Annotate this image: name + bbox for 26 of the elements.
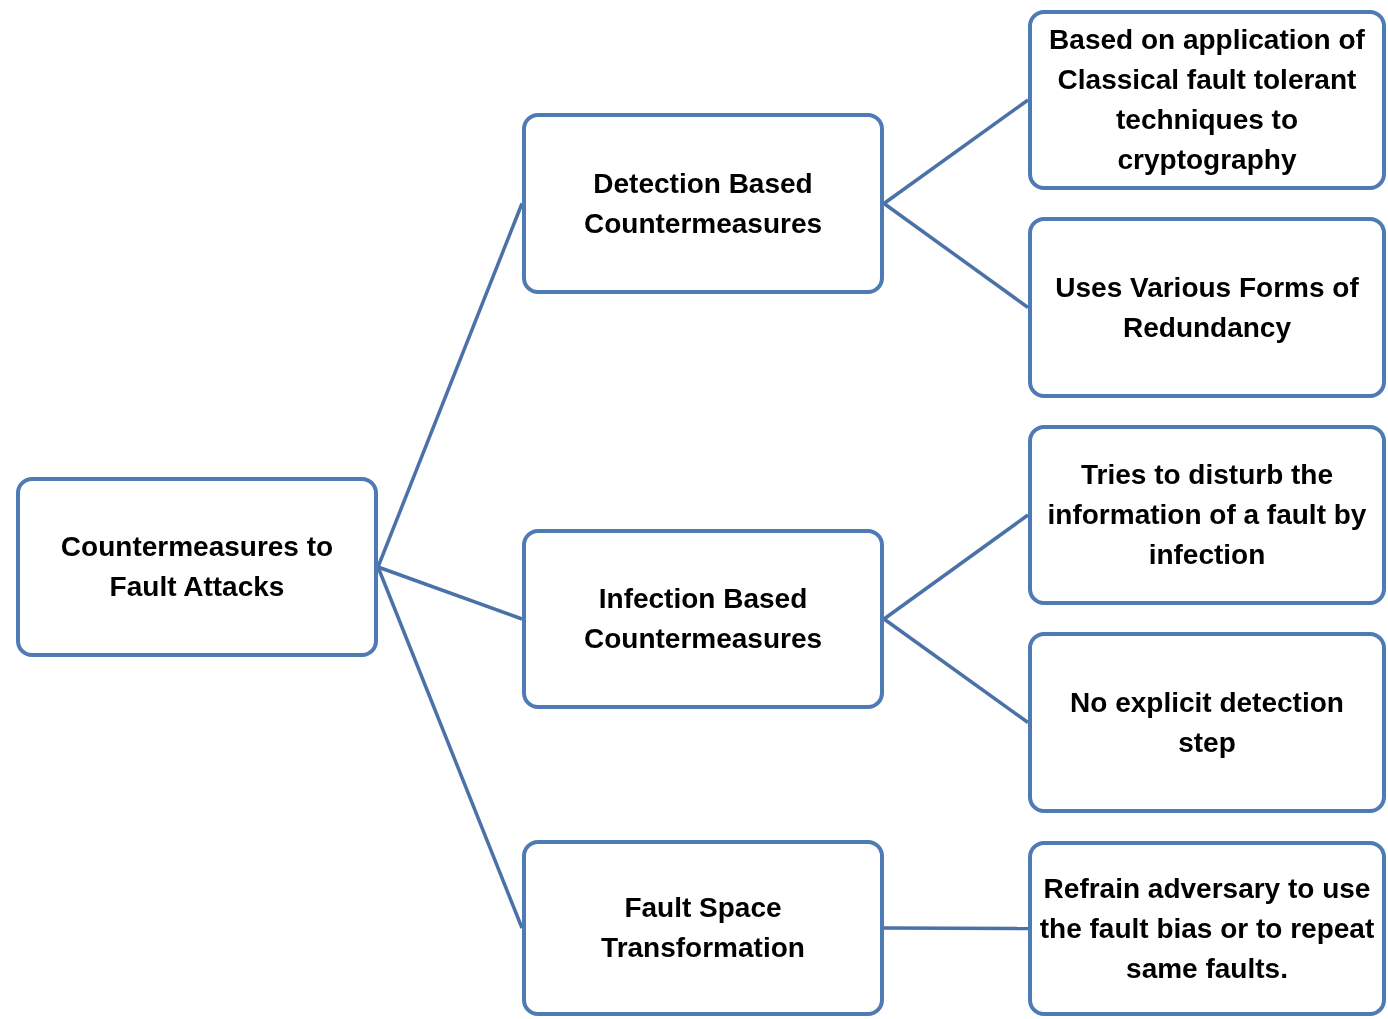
text-box xyxy=(522,840,884,1016)
connector-line xyxy=(882,202,1030,309)
box-text: Fault Space Transformation xyxy=(600,891,806,965)
connector-line xyxy=(376,566,524,929)
box-text: Detection Based Countermeasures xyxy=(582,166,824,241)
box-text: Tries to disturb the information of a fault by infection xyxy=(1046,458,1368,572)
connector-line xyxy=(882,513,1030,621)
text-box xyxy=(1028,632,1386,813)
connector-line xyxy=(883,98,1029,205)
box-text: Based on application of Classical fault tolerant techniques to cryptography xyxy=(1048,23,1366,177)
box-text: Infection Based Countermeasures xyxy=(582,582,824,656)
connector-line xyxy=(882,617,1029,724)
box-text: Countermeasures to Fault Attacks xyxy=(59,530,335,604)
text-box xyxy=(1028,217,1386,398)
connector-line xyxy=(377,565,523,621)
text-box xyxy=(1028,841,1386,1016)
box-text: Refrain adversary to use the fault bias or to repeat same faults. xyxy=(1038,871,1376,986)
text-box xyxy=(522,529,884,709)
text-box xyxy=(522,113,884,294)
connector-line xyxy=(884,926,1028,931)
text-box xyxy=(1028,10,1386,190)
connector-line xyxy=(376,202,524,568)
text-box xyxy=(1028,425,1386,605)
text-box xyxy=(16,477,378,657)
box-text: Uses Various Forms of Redundancy xyxy=(1054,270,1360,345)
box-text: No explicit detection step xyxy=(1069,685,1345,760)
